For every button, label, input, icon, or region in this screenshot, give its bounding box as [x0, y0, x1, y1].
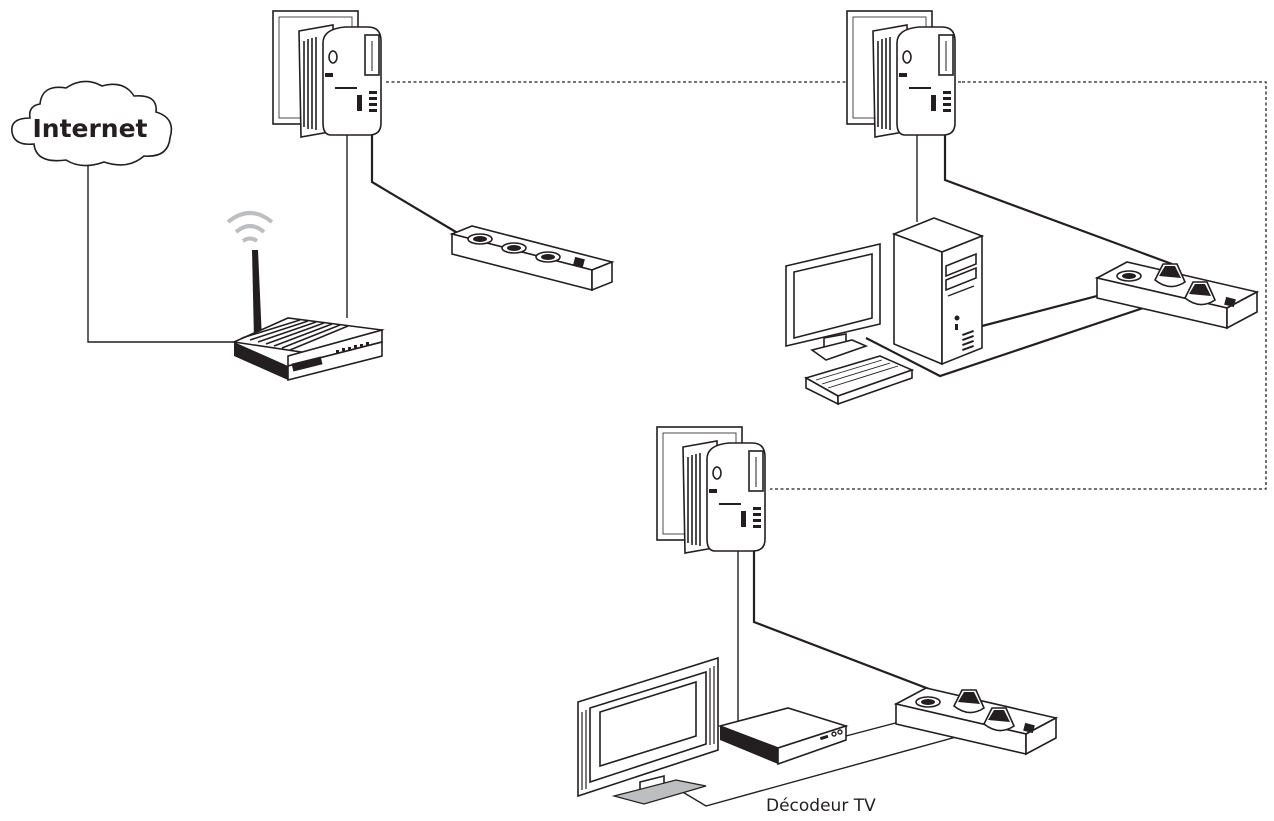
wireless-router: [226, 211, 385, 382]
powerline-adapter-2: [846, 10, 956, 138]
internet-cloud: Internet: [11, 80, 173, 167]
edge-adapter1-strip1: [370, 130, 467, 239]
internet-label: Internet: [32, 114, 147, 143]
powerline-adapter-3: [656, 426, 766, 554]
cloud-icon: [11, 80, 173, 167]
computer-tower: [891, 217, 985, 366]
tv-decoder-label: Décodeur TV: [766, 796, 876, 816]
computer-keyboard: [803, 355, 915, 406]
wifi-signal-icon: [226, 211, 274, 243]
edge-internet-router: [87, 165, 234, 343]
edge-adapter2-strip2: [943, 132, 1173, 266]
television: [577, 656, 719, 805]
edge-adapter3-strip3: [752, 536, 964, 704]
tv-decoder: Décodeur TV: [717, 707, 876, 816]
edge-monitor-strip2: [865, 288, 1198, 378]
edge-tv-strip3: [675, 725, 997, 807]
powerline-adapter-1: [272, 10, 382, 138]
power-strip-2: [1096, 261, 1258, 329]
desktop-computer: [785, 217, 985, 406]
power-strip-1: [451, 225, 613, 291]
power-strip-3: [895, 687, 1057, 755]
computer-monitor: [785, 242, 881, 361]
edge-powerline-2-3: [770, 81, 1267, 490]
